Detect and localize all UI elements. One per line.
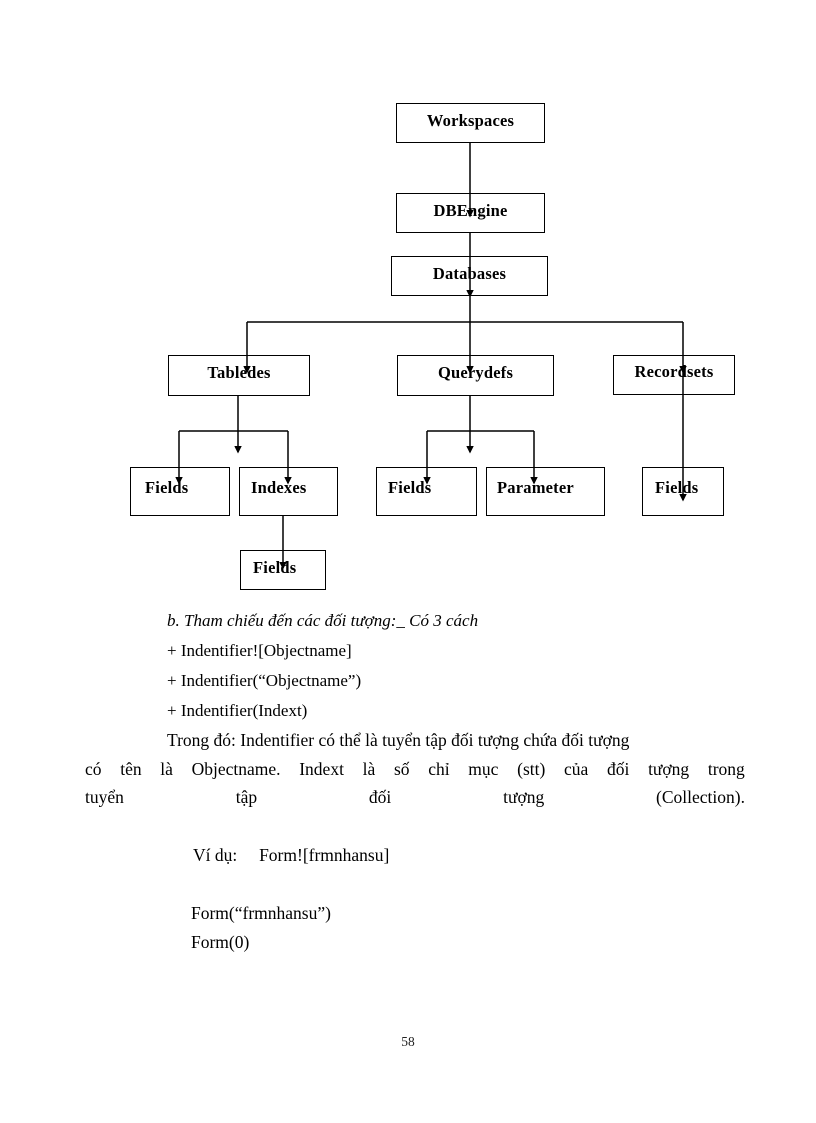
paragraph-word: tượng: [648, 758, 690, 779]
page-number: 58: [401, 1034, 415, 1049]
paragraph-word: tập: [235, 787, 258, 807]
paragraph-word: Indext: [299, 758, 344, 779]
paragraph-word: chỉ: [428, 758, 450, 779]
node-workspaces[interactable]: Workspaces: [396, 103, 545, 143]
paragraph-line-3: tuyển tập đối tượng (Collection).: [85, 783, 745, 812]
paragraph-word: tuyển: [85, 787, 124, 807]
node-fields-recordsets[interactable]: Fields: [642, 467, 724, 516]
node-querydefs[interactable]: Querydefs: [397, 355, 554, 396]
paragraph-word: mục: [468, 758, 499, 779]
node-databases[interactable]: Databases: [391, 256, 548, 296]
paragraph-word: số: [393, 758, 410, 779]
paragraph-word: tên: [120, 758, 142, 779]
page-footer: 58: [0, 1034, 816, 1050]
paragraph-word: Objectname.: [191, 758, 281, 779]
node-tabledes[interactable]: Tabledes: [168, 355, 310, 396]
paragraph-word: là: [160, 758, 173, 779]
example-first-line: Ví dụ: Form![frmnhansu]: [167, 812, 745, 899]
paragraph-word: là: [362, 758, 376, 779]
paragraph-word: đối: [368, 787, 392, 807]
dao-object-model-diagram: Workspaces DBEngine Databases Tabledes Q…: [130, 103, 735, 590]
example-line-quoted: Form(“frmnhansu”): [191, 902, 331, 923]
body-text: b. Tham chiếu đến các đối tượng:_ Có 3 c…: [85, 606, 745, 957]
paragraph-word: có: [85, 758, 102, 779]
paragraph-line-1: Trong đó: Indentifier có thể là tuyển tậ…: [167, 730, 630, 750]
paragraph-word: đối: [607, 758, 630, 779]
heading-b: b. Tham chiếu đến các đối tượng:_ Có 3 c…: [167, 611, 479, 630]
node-parameter[interactable]: Parameter: [486, 467, 605, 516]
example-value: Form![frmnhansu]: [259, 844, 390, 865]
node-fields-indexes[interactable]: Fields: [240, 550, 326, 590]
paragraph-word: tượng: [503, 787, 545, 807]
node-dbengine[interactable]: DBEngine: [396, 193, 545, 233]
node-recordsets[interactable]: Recordsets: [613, 355, 735, 395]
node-fields-tabledes[interactable]: Fields: [130, 467, 230, 516]
example-label: Ví dụ:: [192, 844, 238, 865]
paragraph-line-2: có tên là Objectname. Indext là số chỉ m…: [85, 755, 745, 784]
explanation-paragraph: Trong đó: Indentifier có thể là tuyển tậ…: [85, 726, 745, 812]
paragraph-word: (stt): [517, 758, 546, 779]
bullet-identifier-index: + Indentifier(Indext): [167, 701, 308, 720]
node-fields-querydefs[interactable]: Fields: [376, 467, 477, 516]
bullet-identifier-bracket: + Indentifier![Objectname]: [167, 641, 352, 660]
example-line-index: Form(0): [191, 931, 250, 952]
node-indexes[interactable]: Indexes: [239, 467, 338, 516]
paragraph-word: trong: [707, 758, 745, 779]
paragraph-word: của: [564, 758, 589, 779]
bullet-identifier-quoted: + Indentifier(“Objectname”): [167, 671, 362, 690]
example-gap: [237, 845, 259, 865]
paragraph-word: (Collection).: [656, 787, 745, 807]
